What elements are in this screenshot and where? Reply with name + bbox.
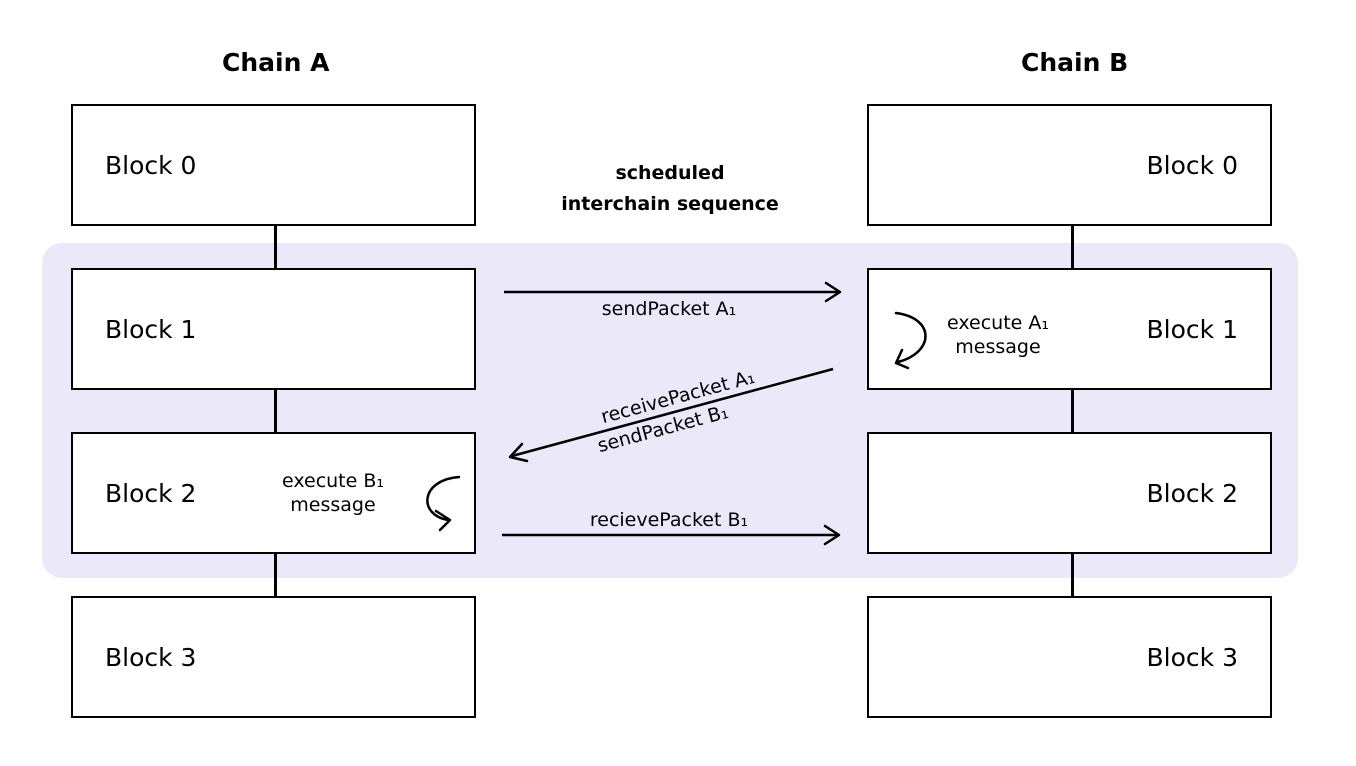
execute-a1-line1: execute A₁ <box>947 312 1049 334</box>
execute-b1-loop-icon <box>426 475 461 532</box>
block-label: Block 2 <box>1146 478 1238 508</box>
chain-a-block-0: Block 0 <box>71 104 476 226</box>
execute-a1-label: execute A₁ message <box>943 311 1053 359</box>
chain-a-block-1: Block 1 <box>71 268 476 390</box>
block-label: Block 0 <box>105 150 197 180</box>
chain-b-block-3: Block 3 <box>867 596 1272 718</box>
send-a1-arrow <box>504 281 842 303</box>
block-label: Block 3 <box>1146 642 1238 672</box>
execute-b1-line1: execute B₁ <box>281 470 385 492</box>
block-label: Block 0 <box>1146 150 1238 180</box>
chain-a-link-1-2 <box>274 389 277 434</box>
block-label: Block 2 <box>105 478 197 508</box>
chain-a-link-2-3 <box>274 553 277 598</box>
execute-b1-label: execute B₁ message <box>278 469 388 517</box>
execute-a1-line2: message <box>955 336 1041 358</box>
chain-b-block-0: Block 0 <box>867 104 1272 226</box>
block-label: Block 1 <box>105 314 197 344</box>
scheduled-sequence-label: scheduled interchain sequence <box>520 158 820 220</box>
recieve-b1-arrow <box>502 524 841 546</box>
block-label: Block 1 <box>1146 314 1238 344</box>
chain-a-block-3: Block 3 <box>71 596 476 718</box>
chain-b-title: Chain B <box>1021 48 1129 77</box>
chain-b-link-2-3 <box>1071 553 1074 598</box>
scheduled-sequence-line1: scheduled <box>615 162 725 184</box>
recieve-b1-label: recievePacket B₁ <box>589 509 749 531</box>
execute-b1-line2: message <box>290 494 376 516</box>
execute-a1-loop-icon <box>894 311 927 370</box>
scheduled-sequence-line2: interchain sequence <box>561 193 779 215</box>
chain-b-link-1-2 <box>1071 389 1074 434</box>
block-label: Block 3 <box>105 642 197 672</box>
chain-a-block-2: Block 2 execute B₁ message <box>71 432 476 554</box>
receive-a1-send-b1-arrow <box>508 367 834 463</box>
chain-b-link-0-1 <box>1071 226 1074 270</box>
chain-a-link-0-1 <box>274 226 277 270</box>
chain-b-block-1: Block 1 execute A₁ message <box>867 268 1272 390</box>
send-a1-label: sendPacket A₁ <box>601 298 737 320</box>
chain-b-block-2: Block 2 <box>867 432 1272 554</box>
chain-a-title: Chain A <box>222 48 330 77</box>
